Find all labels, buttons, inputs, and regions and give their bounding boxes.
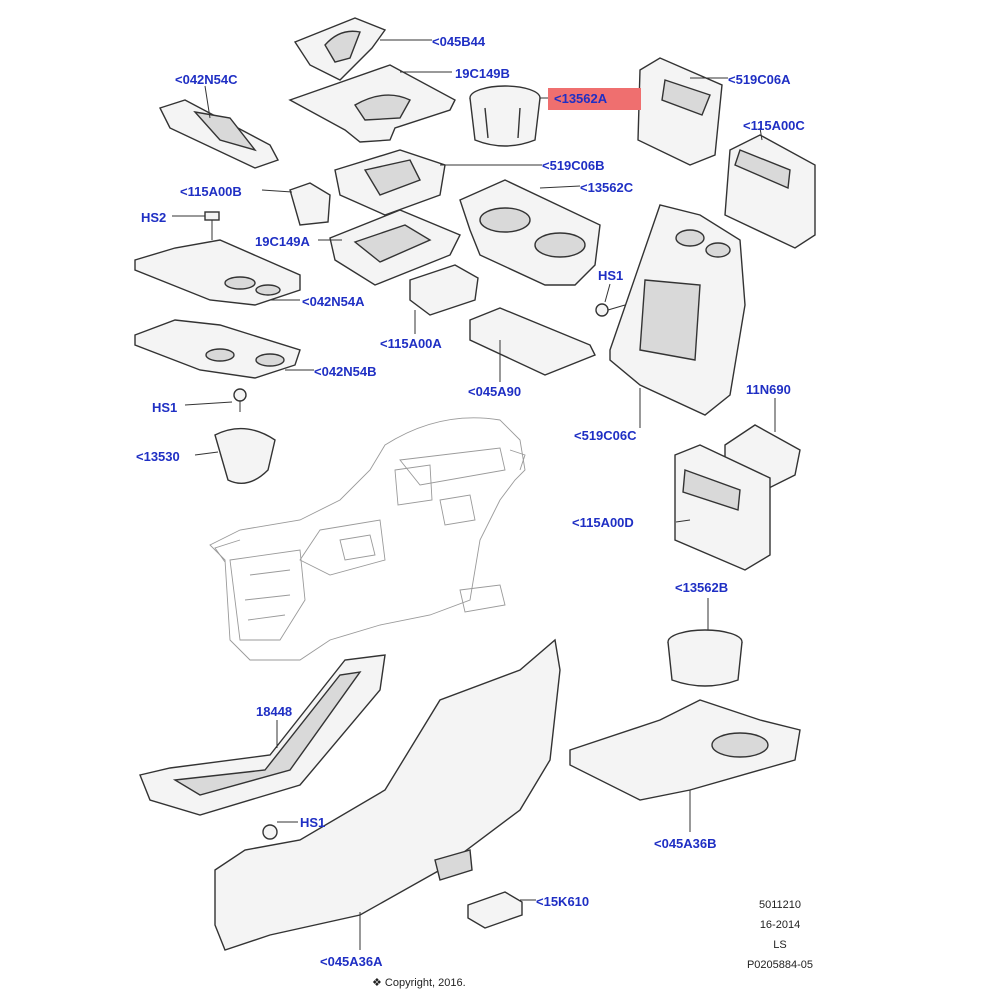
- console-assembly-outline: [209, 417, 526, 661]
- callout-045a36b: <045A36B: [654, 836, 717, 851]
- callout-hs1-right: HS1: [598, 268, 624, 283]
- part-042n54b-shape: [134, 319, 314, 379]
- callout-115a00c: <115A00C: [743, 118, 805, 133]
- callout-519c06c: <519C06C: [574, 428, 637, 443]
- part-13530-shape: [194, 427, 276, 484]
- callout-115a00b: <115A00B: [180, 184, 242, 199]
- callout-19c149b: 19C149B: [455, 66, 510, 81]
- part-hs1-right-shape: [595, 283, 626, 317]
- part-115a00b-shape: [261, 182, 331, 226]
- part-19c149b-shape: [288, 64, 456, 143]
- part-13562c-shape: [459, 179, 601, 286]
- part-519c06b-shape: [334, 149, 542, 216]
- part-115a00c-shape: [724, 127, 816, 249]
- callout-19c149a: 19C149A: [255, 234, 310, 249]
- callout-045a36a: <045A36A: [320, 954, 383, 969]
- callout-045b44: <045B44: [432, 34, 486, 49]
- ref-code: LS: [773, 939, 787, 951]
- callout-519c06a: <519C06A: [728, 72, 791, 87]
- part-hs1-left-shape: [184, 388, 247, 412]
- part-hs1-bottom-shape: [262, 821, 298, 840]
- callout-13530: <13530: [136, 449, 180, 464]
- part-18448-shape: [139, 654, 386, 816]
- part-19c149a-shape: [318, 209, 461, 286]
- callout-115a00d: <115A00D: [572, 515, 634, 530]
- callout-13562b: <13562B: [675, 580, 729, 595]
- callout-13562c: <13562C: [580, 180, 634, 195]
- part-115a00d-shape: [674, 444, 771, 571]
- part-13562b-shape: [667, 598, 743, 687]
- callout-hs1-left: HS1: [152, 400, 178, 415]
- callout-13562a-highlighted: <13562A: [548, 88, 642, 110]
- callout-hs2: HS2: [141, 210, 167, 225]
- callout-042n54c: <042N54C: [175, 72, 238, 87]
- callout-11n690: 11N690: [746, 382, 791, 397]
- ref-drawing-id: P0205884-05: [746, 959, 814, 971]
- callout-hs1-bottom: HS1: [300, 815, 326, 830]
- part-042n54a-shape: [134, 239, 301, 306]
- part-042n54c-shape: [159, 85, 280, 169]
- part-045a90-shape: [469, 307, 596, 382]
- callout-15k610: <15K610: [536, 894, 590, 909]
- part-045a36b-shape: [569, 699, 801, 832]
- part-115a00a-shape: [409, 264, 479, 334]
- callout-115a00a: <115A00A: [380, 336, 442, 351]
- part-hs2-shape: [172, 211, 220, 240]
- part-13562a-shape: [469, 85, 553, 147]
- ref-number: 5011210: [758, 899, 801, 911]
- callout-519c06b: <519C06B: [542, 158, 605, 173]
- callout-042n54b: <042N54B: [314, 364, 377, 379]
- part-045a36a-shape: [214, 638, 561, 951]
- callout-045a90: <045A90: [468, 384, 522, 399]
- part-045b44-shape: [293, 17, 432, 81]
- ref-date: 16-2014: [759, 919, 801, 931]
- part-15k610-shape: [467, 891, 536, 929]
- callout-042n54a: <042N54A: [302, 294, 365, 309]
- callout-18448: 18448: [256, 704, 293, 719]
- copyright-notice: ❖ Copyright, 2016.: [372, 977, 466, 989]
- part-519c06a-shape: [637, 57, 728, 166]
- part-519c06c-shape: [609, 204, 746, 428]
